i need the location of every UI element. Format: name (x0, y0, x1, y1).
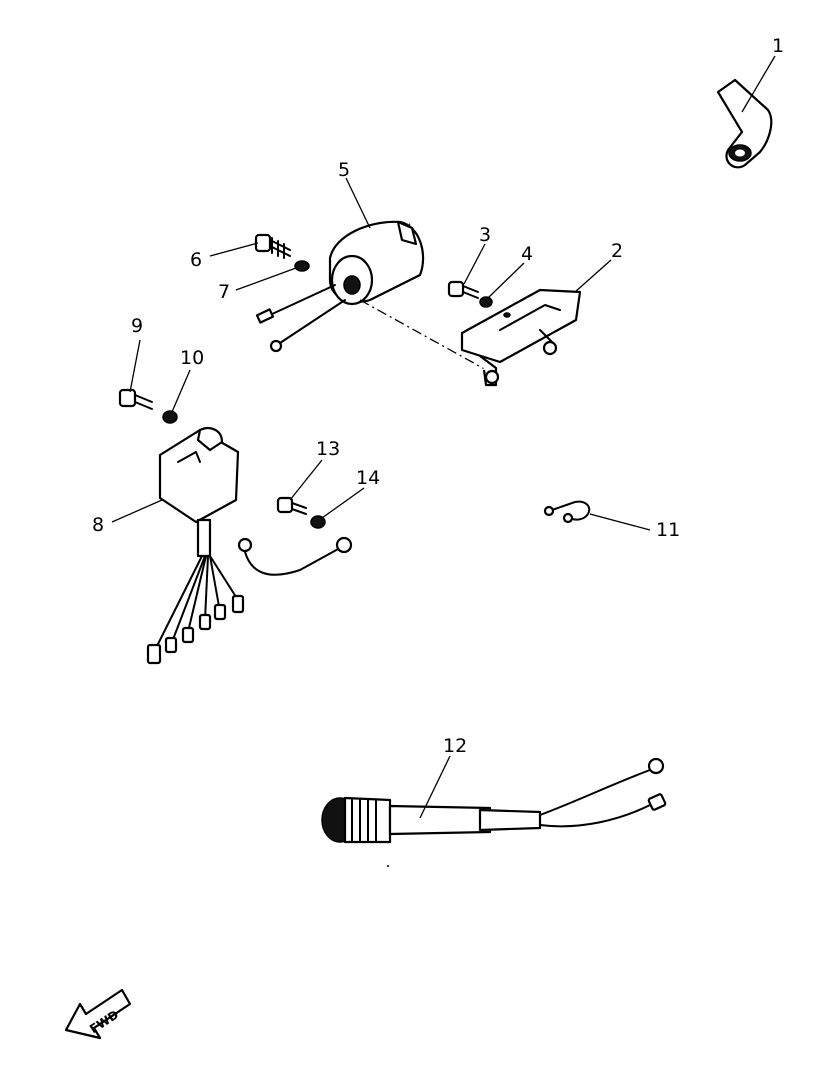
leader-lines (111, 55, 776, 819)
callout-4: 4 (521, 243, 533, 265)
callout-2: 2 (611, 240, 623, 262)
callout-12: 12 (443, 735, 467, 757)
washer-14-part (310, 515, 326, 529)
callout-1: 1 (772, 35, 784, 57)
callout-8: 8 (92, 514, 104, 536)
forward-arrow-icon (64, 988, 132, 1040)
callout-9: 9 (131, 315, 143, 337)
callout-11: 11 (656, 519, 680, 541)
washer-4-part (479, 296, 493, 308)
washer-10-part (162, 410, 178, 424)
washer-7-part (294, 260, 310, 272)
callout-14: 14 (356, 467, 380, 489)
cdi-unit-part (146, 426, 353, 665)
callout-13: 13 (316, 438, 340, 460)
callout-3: 3 (479, 224, 491, 246)
coil-bracket-part (460, 288, 582, 387)
callout-7: 7 (218, 281, 230, 303)
ignition-coil-part (255, 220, 425, 353)
plug-cap-part (408, 78, 773, 227)
callout-10: 10 (180, 347, 204, 369)
bolt-13-part (276, 496, 307, 515)
bolt-9-part (118, 388, 153, 410)
stop-switch-part (321, 757, 667, 844)
bolt-3-part (447, 280, 479, 299)
callout-6: 6 (190, 249, 202, 271)
callout-5: 5 (338, 159, 350, 181)
bolt-6-part (254, 233, 291, 259)
clip-part (543, 500, 591, 524)
